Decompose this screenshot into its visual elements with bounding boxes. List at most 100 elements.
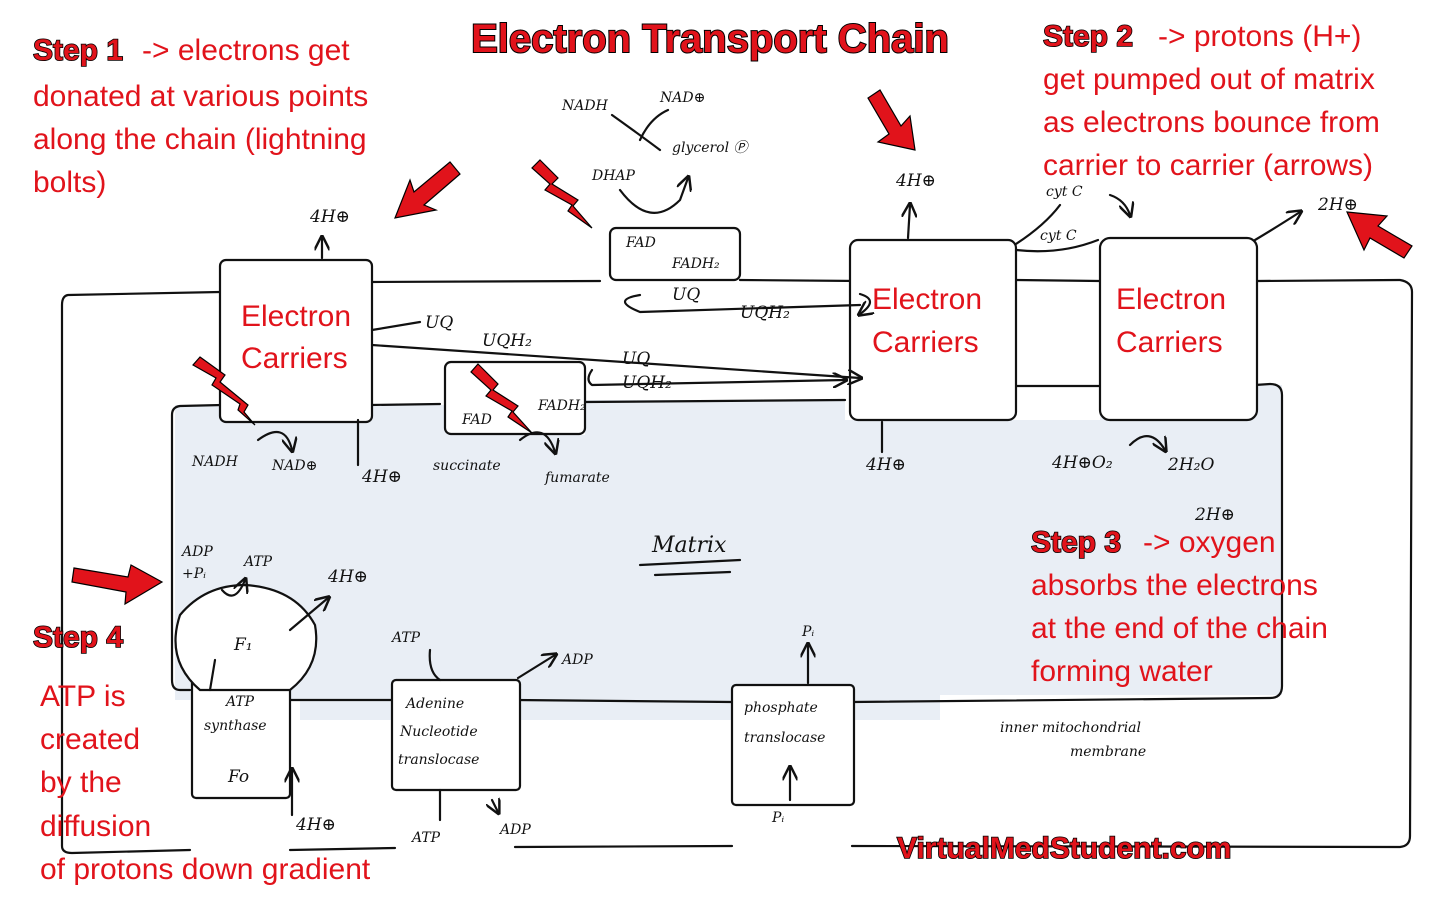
label-h2o: 2H₂O — [1167, 455, 1214, 475]
label-adp-ant-top: ADP — [560, 652, 593, 668]
arrow-c3-up — [1253, 212, 1300, 242]
step3-line-1: -> oxygen — [1143, 526, 1276, 559]
label-h4-c1-bottom: 4H⊕ — [361, 467, 402, 487]
step1-label: Step 1 — [33, 34, 123, 67]
carrier-box-2 — [848, 238, 1018, 422]
step2-line-3: as electrons bounce from — [1043, 106, 1380, 139]
arrow-fad-mid — [518, 431, 555, 452]
outer-membrane — [60, 278, 1414, 855]
label-h4-c2-bottom: 4H⊕ — [865, 455, 906, 475]
label-h4-f1: 4H⊕ — [327, 567, 368, 587]
arrow-uq2 — [623, 292, 870, 314]
fad-box-top — [608, 226, 742, 282]
label-pt-1: phosphate — [744, 700, 818, 716]
step1-line-3: along the chain (lightning — [33, 123, 367, 156]
label-h4-o2: 4H⊕O₂ — [1051, 453, 1113, 473]
red-arrow-step3 — [1346, 211, 1413, 259]
label-matrix: Matrix — [651, 533, 727, 558]
label-atp-f1: ATP — [242, 554, 273, 570]
label-fo: Fo — [227, 767, 249, 787]
step3-line-4: forming water — [1031, 655, 1213, 688]
label-uqh2-1: UQH₂ — [482, 331, 532, 351]
label-adp-pi-1: ADP — [180, 544, 213, 560]
inner-membrane — [170, 382, 1284, 704]
arrow-ant-top — [428, 650, 555, 682]
arrow-uq1 — [370, 320, 860, 378]
label-fad-top: FAD — [625, 235, 656, 251]
step2-line-4: carrier to carrier (arrows) — [1043, 149, 1373, 182]
step2-line-1: -> protons (H+) — [1158, 20, 1361, 53]
label-h4-c1-top: 4H⊕ — [309, 207, 350, 227]
lightning-bolt-1 — [192, 356, 256, 426]
label-nadh-top: NADH — [561, 98, 609, 114]
label-uq1: UQ — [425, 313, 453, 333]
label-nad-top: NAD⊕ — [659, 90, 705, 106]
step4-line-2: created — [40, 723, 140, 756]
label-cytc-2: cyt C — [1040, 228, 1077, 244]
pt-box — [730, 683, 856, 807]
step3-label: Step 3 — [1031, 526, 1121, 559]
matrix-region — [175, 385, 1282, 720]
step3-line-3: at the end of the chain — [1031, 612, 1328, 645]
red-arrow-step4 — [71, 564, 164, 606]
arrow-nadh-left — [256, 430, 292, 450]
watermark: VirtualMedStudent.com — [897, 832, 1231, 865]
carrier-2-line-1: Electron — [872, 283, 982, 316]
lightning-bolt-3 — [470, 363, 533, 434]
label-uq2: UQ — [672, 285, 700, 305]
step3-line-2: absorbs the electrons — [1031, 569, 1318, 602]
label-atp-ant-bottom: ATP — [410, 830, 441, 846]
step4-line-5: of protons down gradient — [40, 853, 371, 886]
red-arrow-step1 — [394, 161, 461, 219]
carrier-box-1 — [218, 258, 374, 424]
arrow-uq3 — [587, 368, 846, 385]
label-membrane-1: inner mitochondrial — [1000, 720, 1141, 736]
label-h4-c2-top: 4H⊕ — [895, 171, 936, 191]
carrier-3-line-1: Electron — [1116, 283, 1226, 316]
label-uqh2-2: UQH₂ — [740, 303, 790, 323]
label-fadh2-mid: FADH₂ — [537, 398, 586, 414]
label-pi-top: Pᵢ — [801, 624, 814, 640]
label-adp-ant-bottom: ADP — [498, 822, 531, 838]
label-h4-fo: 4H⊕ — [295, 815, 336, 835]
label-cytc-1: cyt C — [1046, 184, 1083, 200]
label-nad-left: NAD⊕ — [271, 458, 317, 474]
label-adp-pi-2: +Pᵢ — [182, 566, 206, 582]
step4-line-3: by the — [40, 766, 122, 799]
carrier-1-line-1: Electron — [241, 300, 351, 333]
carrier-3-line-2: Carriers — [1116, 326, 1223, 359]
label-h2-c3-top: 2H⊕ — [1317, 195, 1358, 215]
label-f1: F₁ — [233, 635, 253, 655]
label-uqh2-3: UQH₂ — [622, 373, 672, 393]
label-fadh2-top: FADH₂ — [671, 256, 720, 272]
label-glycerol: glycerol Ⓟ — [672, 140, 750, 156]
arrow-cytc — [1014, 193, 1130, 253]
label-nadh-left: NADH — [191, 454, 239, 470]
arrow-membrane-in — [208, 658, 217, 692]
arrow-atp-f1 — [220, 580, 245, 597]
label-fumarate: fumarate — [544, 470, 610, 486]
label-fad-mid: FAD — [461, 412, 492, 428]
step2-line-2: get pumped out of matrix — [1043, 63, 1375, 96]
step4-line-1: ATP is — [40, 680, 126, 713]
label-ant-1: Adenine — [404, 696, 464, 712]
step1-line-2: donated at various points — [33, 80, 368, 113]
arrow-h4-f1 — [288, 598, 328, 632]
carrier-1-line-2: Carriers — [241, 342, 348, 375]
step1-line-4: bolts) — [33, 166, 106, 199]
red-arrow-step2 — [867, 89, 916, 151]
carrier-2-line-2: Carriers — [872, 326, 979, 359]
arrow-o2 — [1128, 435, 1165, 450]
ant-box — [390, 678, 522, 792]
arrow-c2-up — [908, 205, 910, 240]
label-ant-3: translocase — [398, 752, 479, 768]
arrow-dhap — [610, 108, 688, 214]
step1-line-1: -> electrons get — [142, 34, 350, 67]
label-dhap: DHAP — [591, 168, 636, 184]
label-ant-2: Nucleotide — [399, 724, 478, 740]
step4-line-4: diffusion — [40, 810, 151, 843]
lightning-bolt-2 — [531, 159, 593, 229]
carrier-box-3 — [1098, 236, 1259, 422]
label-synthase-2: synthase — [204, 718, 267, 734]
